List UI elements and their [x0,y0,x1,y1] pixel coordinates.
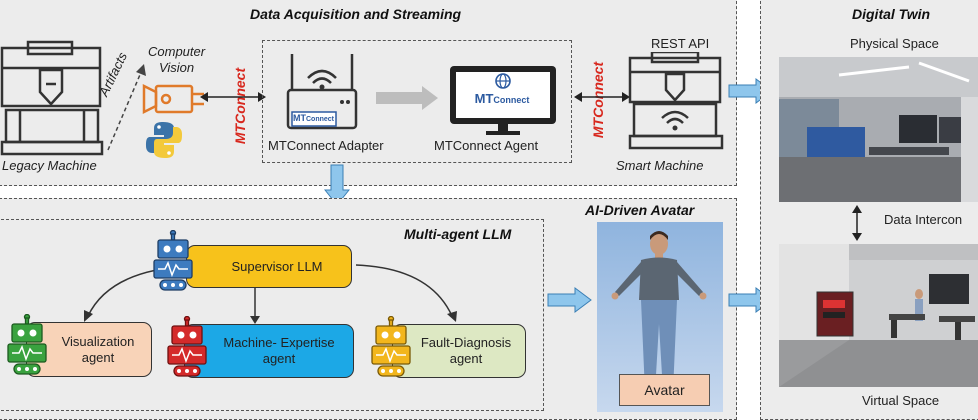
blue-arrow-to-avatar [547,287,593,313]
machine-expertise-agent-box: Machine- Expertise agent [184,324,354,378]
physical-space-label: Physical Space [850,36,939,51]
robot-icon-supervisor [150,230,196,292]
legacy-machine-icon [0,40,108,158]
acquisition-title: Data Acquisition and Streaming [250,6,462,22]
artifacts-arrow [104,64,148,154]
data-interconnect-arrow [850,205,864,241]
tcp-arrow [376,86,440,110]
avatar-label-box: Avatar [619,374,710,406]
virtual-room-render [779,244,978,387]
mtconnect-dashed-box [262,40,572,163]
fault-diagnosis-agent-label: Fault-Diagnosis agent [420,335,512,366]
multi-agent-dashed-box [0,219,544,411]
machine-expertise-agent-label: Machine- Expertise agent [223,335,335,366]
avatar-figure [611,231,707,392]
legacy-machine-label: Legacy Machine [2,158,97,173]
blue-arrow-down [324,164,350,206]
connect-logo-text-2: Connect [493,95,530,105]
office-photo [779,57,978,202]
adapter-mt-logo: MTConnect [293,112,337,126]
data-interconnect-label: Data Intercon [884,212,963,227]
camera-icon [142,78,208,118]
computer-vision-label: Computer Vision [148,44,206,75]
virtual-space-label: Virtual Space [862,393,940,408]
supervisor-llm-box: Supervisor LLM [186,245,352,288]
adapter-label: MTConnect Adapter [268,138,384,153]
acquisition-panel [0,0,737,186]
supervisor-llm-label: Supervisor LLM [231,258,323,274]
agent-mt-logo: MTConnect [462,92,542,107]
robot-icon-visualization [4,314,50,376]
robot-icon-machine-expertise [164,316,210,378]
agent-label: MTConnect Agent [434,138,539,153]
router-icon [286,50,358,132]
visualization-agent-box: Visualization agent [26,322,152,377]
digital-twin-title: Digital Twin [852,6,931,22]
monitor-icon [448,64,558,136]
mt-logo-text-2: MT [474,91,494,106]
agent-smart-double-arrow [574,90,630,104]
avatar-label: Avatar [644,382,685,398]
avatar-section-title: AI-Driven Avatar [585,202,695,218]
multi-agent-title: Multi-agent LLM [404,226,512,242]
connect-logo-text: Connect [306,116,334,123]
python-logo-icon [144,120,184,160]
smart-machine-label: Smart Machine [616,158,704,173]
fault-diagnosis-agent-box: Fault-Diagnosis agent [392,324,526,378]
smart-machine-icon [628,52,724,152]
rest-api-label: REST API [651,36,710,51]
robot-icon-fault-diagnosis [368,316,414,378]
mt-logo-text: MT [293,113,306,123]
visualization-agent-label: Visualization agent [61,333,135,365]
